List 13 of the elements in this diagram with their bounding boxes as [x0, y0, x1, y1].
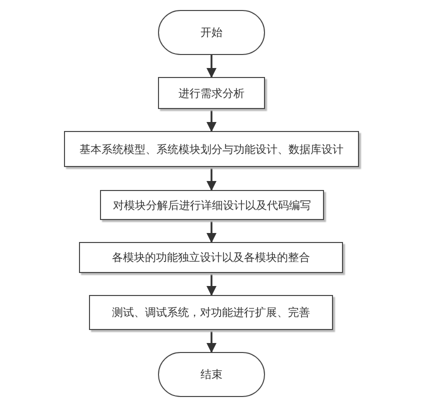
arrow [206, 330, 216, 353]
arrow [206, 167, 216, 191]
process-box: 测试、调试系统，对功能进行扩展、完善 [89, 295, 333, 330]
process-box: 基本系统模型、系统模块划分与功能设计、数据库设计 [64, 131, 359, 167]
arrow [206, 220, 216, 243]
process-box: 各模块的功能独立设计以及各模块的整合 [79, 242, 343, 273]
terminal-shape: 开始 [158, 10, 265, 55]
process-box: 进行需求分析 [158, 77, 265, 109]
terminal-shape: 结束 [158, 352, 265, 397]
arrow [206, 273, 216, 296]
arrow [206, 109, 216, 132]
arrow [206, 55, 216, 78]
process-box: 对模块分解后进行详细设计以及代码编写 [100, 190, 324, 220]
